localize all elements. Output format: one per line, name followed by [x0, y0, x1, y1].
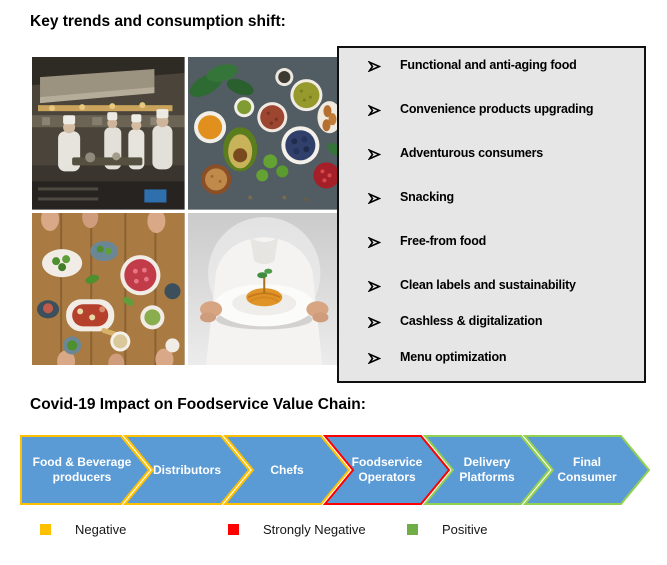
- covid-title: Covid-19 Impact on Foodservice Value Cha…: [30, 396, 366, 413]
- trend-item-label: Cashless & digitalization: [400, 314, 543, 328]
- legend-label: Negative: [75, 521, 127, 537]
- legend-item: Negative: [40, 520, 126, 538]
- legend-swatch-icon: [407, 523, 418, 535]
- chevron-stage-positive[interactable]: [422, 435, 551, 505]
- legend-swatch-icon: [40, 523, 51, 535]
- arrow-bullet-icon: [368, 61, 381, 72]
- arrow-bullet-icon: [368, 105, 381, 116]
- photo-kitchen-chefs[interactable]: [32, 57, 185, 210]
- legend-label: Positive: [442, 521, 488, 537]
- chevron-stage-positive[interactable]: [522, 435, 650, 505]
- arrow-bullet-icon: [368, 193, 381, 204]
- chevron-stage-strongly-negative[interactable]: [322, 435, 451, 505]
- arrow-bullet-icon: [368, 353, 381, 364]
- legend-label: Strongly Negative: [263, 521, 366, 537]
- chevron-label: Distributors: [153, 463, 221, 477]
- kitchen-illustration: [32, 57, 185, 210]
- legend-item: Positive: [407, 520, 488, 538]
- trend-item-label: Functional and anti-aging food: [400, 58, 577, 72]
- arrow-bullet-icon: [368, 281, 381, 292]
- arrow-bullet-icon: [368, 237, 381, 248]
- trend-item: Free-from food: [339, 234, 644, 278]
- trend-item: Menu optimization: [339, 350, 644, 386]
- trend-item: Adventurous consumers: [339, 146, 644, 190]
- trend-item-label: Snacking: [400, 190, 454, 204]
- trend-item-label: Clean labels and sustainability: [400, 278, 576, 292]
- legend-item: Strongly Negative: [228, 520, 366, 538]
- trend-item-label: Convenience products upgrading: [400, 102, 594, 116]
- legend: Negative Strongly Negative Positive: [0, 520, 667, 542]
- arrow-bullet-icon: [368, 317, 381, 328]
- trend-item: Functional and anti-aging food: [339, 58, 644, 102]
- photo-chef-serving-plate[interactable]: [187, 212, 340, 365]
- legend-swatch-icon: [228, 523, 239, 535]
- trend-item-label: Menu optimization: [400, 350, 507, 364]
- trend-item: Convenience products upgrading: [339, 102, 644, 146]
- chevron-stage-negative[interactable]: [222, 435, 351, 505]
- photo-healthy-ingredients[interactable]: [187, 57, 340, 210]
- trend-item: Cashless & digitalization: [339, 314, 644, 350]
- arrow-bullet-icon: [368, 149, 381, 160]
- chevron-label: Chefs: [270, 463, 304, 477]
- trends-title: Key trends and consumption shift:: [30, 13, 286, 30]
- chef-plate-illustration: [187, 212, 340, 365]
- trend-item: Clean labels and sustainability: [339, 278, 644, 314]
- photo-collage: [32, 57, 340, 365]
- table-illustration: [32, 212, 185, 365]
- trend-item: Snacking: [339, 190, 644, 234]
- ingredients-illustration: [187, 57, 340, 210]
- photo-shared-table[interactable]: [32, 212, 185, 365]
- trend-item-label: Adventurous consumers: [400, 146, 544, 160]
- chevron-stage-negative[interactable]: [20, 435, 151, 505]
- trend-item-label: Free-from food: [400, 234, 487, 248]
- chevron-stage-negative[interactable]: [122, 435, 251, 505]
